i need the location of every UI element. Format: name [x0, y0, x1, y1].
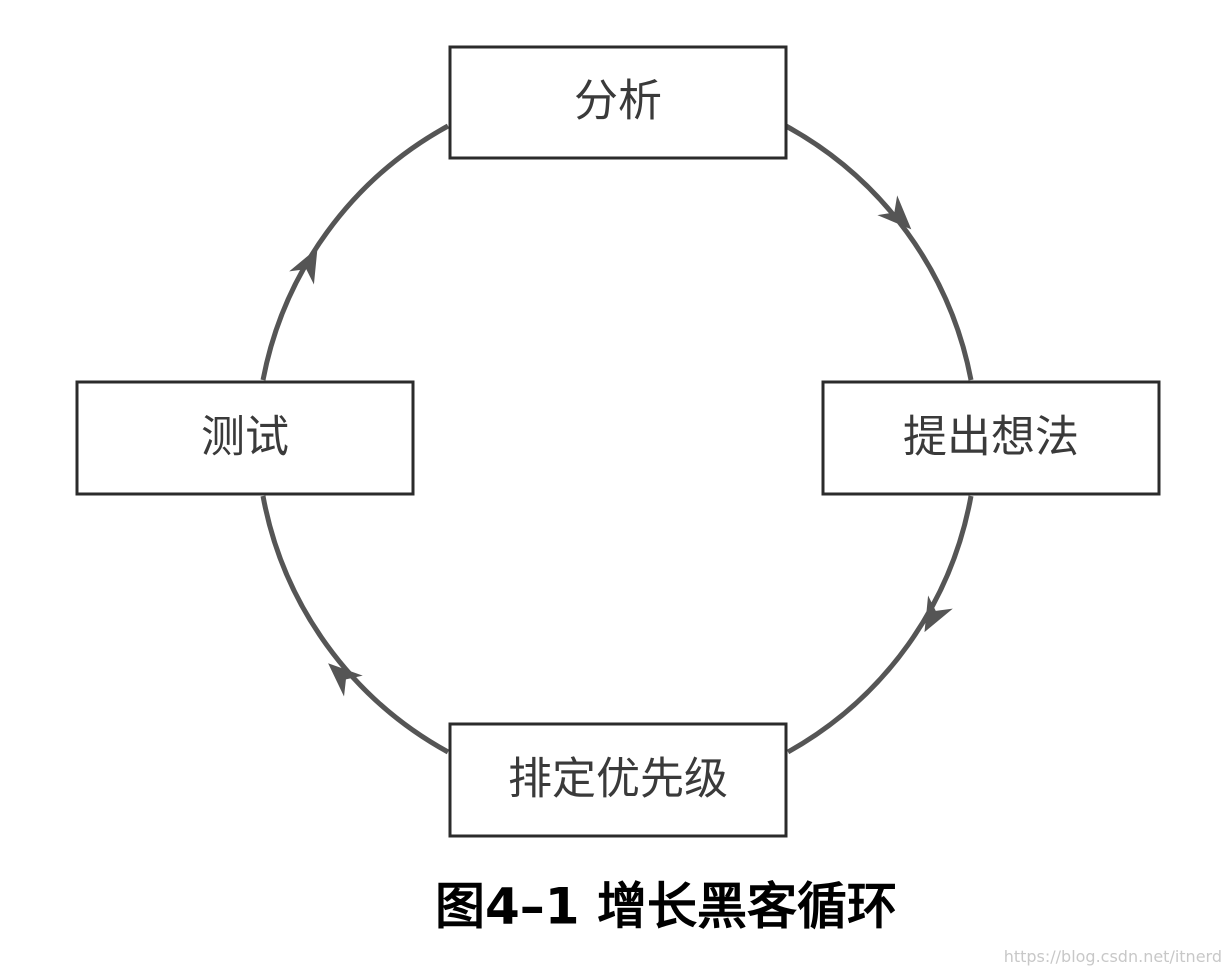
node-analyze-box [448, 45, 788, 160]
node-ideate-box [821, 380, 1161, 496]
arc-ideate-to-prioritize [786, 495, 974, 755]
node-test-box [75, 380, 415, 496]
arrow-head-prioritize-to-test [328, 663, 363, 697]
arc-test-to-analyze [260, 123, 450, 381]
node-analyze: 分析 [448, 45, 788, 160]
arc-analyze-to-ideate [784, 123, 974, 381]
node-prioritize-box [448, 722, 788, 838]
node-ideate: 提出想法 [821, 380, 1161, 496]
arc-prioritize-to-test [260, 495, 450, 755]
watermark-url: https://blog.csdn.net/itnerd [1004, 947, 1222, 966]
node-ideate-label: 提出想法 [903, 412, 1079, 463]
figure-caption: 图4–1 增长黑客循环 [435, 878, 897, 936]
arrow-head-test-to-analyze [289, 247, 318, 285]
node-prioritize-label: 排定优先级 [508, 754, 728, 805]
node-test: 测试 [75, 380, 415, 496]
node-analyze-label: 分析 [574, 76, 662, 127]
arrow-head-ideate-to-prioritize [924, 595, 953, 633]
node-test-label: 测试 [201, 412, 289, 463]
node-prioritize: 排定优先级 [448, 722, 788, 838]
